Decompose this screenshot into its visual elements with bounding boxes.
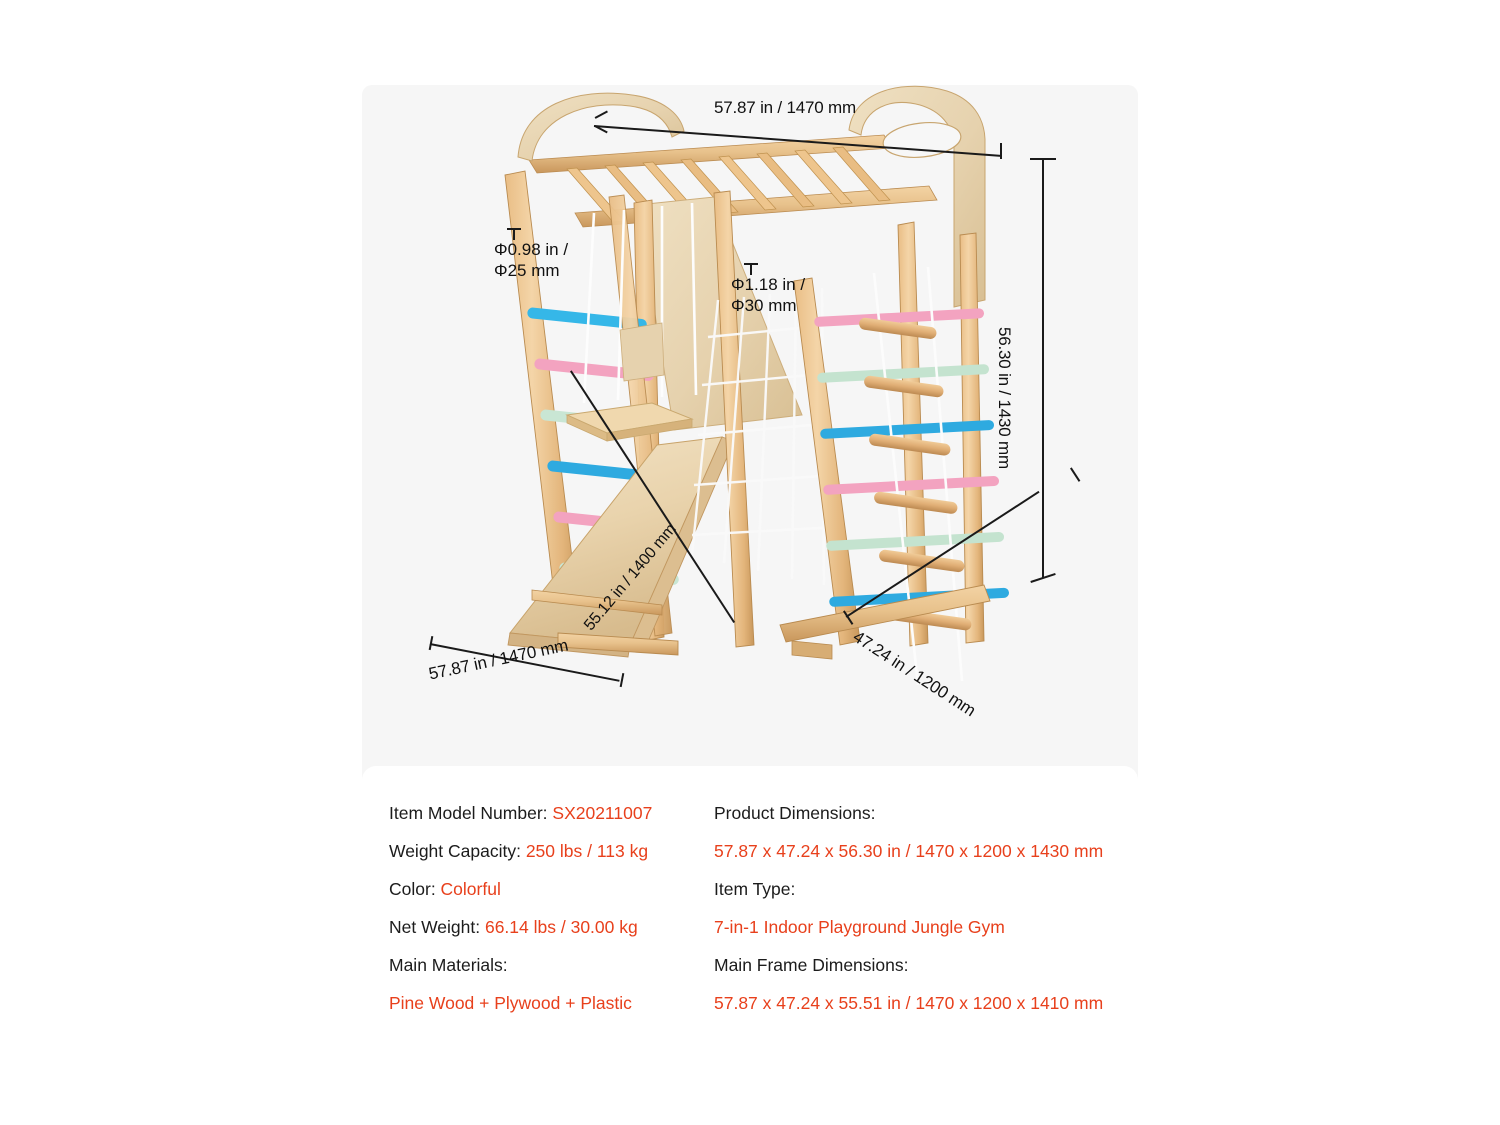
dimension-top-width: 57.87 in / 1470 mm (714, 98, 856, 117)
diameter-callout-small: Φ0.98 in / Φ25 mm (494, 240, 568, 281)
spec-row-main-frame-value: 57.87 x 47.24 x 55.51 in / 1470 x 1200 x… (714, 984, 1119, 1022)
spec-label-weight-capacity: Weight Capacity: (389, 841, 526, 861)
diameter-small-tick (513, 228, 515, 240)
diameter-small-tick-cap (507, 228, 521, 230)
spec-row-model: Item Model Number: SX20211007 (389, 794, 714, 832)
spec-row-main-frame-label: Main Frame Dimensions: (714, 946, 1119, 984)
spec-label-model: Item Model Number: (389, 803, 553, 823)
spec-label-main-frame-dimensions: Main Frame Dimensions: (714, 955, 909, 975)
spec-value-item-type: 7-in-1 Indoor Playground Jungle Gym (714, 917, 1005, 937)
spec-label-color: Color: (389, 879, 441, 899)
spec-row-product-dimensions-value: 57.87 x 47.24 x 56.30 in / 1470 x 1200 x… (714, 832, 1119, 870)
spec-row-item-type-value: 7-in-1 Indoor Playground Jungle Gym (714, 908, 1119, 946)
spec-value-main-materials: Pine Wood + Plywood + Plastic (389, 993, 632, 1013)
right-dimension-tick-top (1030, 158, 1056, 160)
jungle-gym-illustration (362, 85, 1138, 790)
spec-value-color: Colorful (440, 879, 501, 899)
specifications-card: Item Model Number: SX20211007 Weight Cap… (362, 766, 1138, 1034)
spec-value-weight-capacity: 250 lbs / 113 kg (525, 841, 649, 861)
dimension-right-height: 56.30 in / 1430 mm (995, 327, 1014, 469)
spec-label-product-dimensions: Product Dimensions: (714, 803, 876, 823)
spec-value-main-frame-dimensions: 57.87 x 47.24 x 55.51 in / 1470 x 1200 x… (714, 993, 1104, 1013)
spec-row-item-type-label: Item Type: (714, 870, 1119, 908)
spec-row-net-weight: Net Weight: 66.14 lbs / 30.00 kg (389, 908, 714, 946)
diameter-large-tick (750, 263, 752, 275)
spec-row-product-dimensions-label: Product Dimensions: (714, 794, 1119, 832)
product-image-card: 57.87 in / 1470 mm 56.30 in / 1430 mm Φ0… (362, 85, 1138, 790)
spec-column-right: Product Dimensions: 57.87 x 47.24 x 56.3… (714, 794, 1119, 1022)
diameter-small-line2: Φ25 mm (494, 260, 560, 280)
spec-label-net-weight: Net Weight: (389, 917, 485, 937)
spec-row-main-materials-label: Main Materials: (389, 946, 714, 984)
diameter-callout-large: Φ1.18 in / Φ30 mm (731, 275, 805, 316)
spec-value-net-weight: 66.14 lbs / 30.00 kg (484, 917, 638, 937)
diameter-large-tick-cap (744, 263, 758, 265)
diameter-large-line1: Φ1.18 in / (731, 275, 806, 294)
spec-row-weight-capacity: Weight Capacity: 250 lbs / 113 kg (389, 832, 714, 870)
diameter-large-line2: Φ30 mm (731, 295, 797, 315)
spec-column-left: Item Model Number: SX20211007 Weight Cap… (389, 794, 714, 1022)
spec-value-model: SX20211007 (552, 803, 653, 823)
spec-row-main-materials-value: Pine Wood + Plywood + Plastic (389, 984, 714, 1022)
spec-label-main-materials: Main Materials: (389, 955, 508, 975)
specifications-grid: Item Model Number: SX20211007 Weight Cap… (389, 794, 1119, 1022)
spec-row-color: Color: Colorful (389, 870, 714, 908)
right-dimension-line (1042, 158, 1044, 578)
diameter-small-line1: Φ0.98 in / (494, 240, 569, 259)
top-dimension-tick-right (1000, 143, 1002, 159)
spec-label-item-type: Item Type: (714, 879, 796, 899)
spec-value-product-dimensions: 57.87 x 47.24 x 56.30 in / 1470 x 1200 x… (714, 841, 1104, 861)
product-image-stage: 57.87 in / 1470 mm 56.30 in / 1430 mm Φ0… (362, 85, 1138, 790)
